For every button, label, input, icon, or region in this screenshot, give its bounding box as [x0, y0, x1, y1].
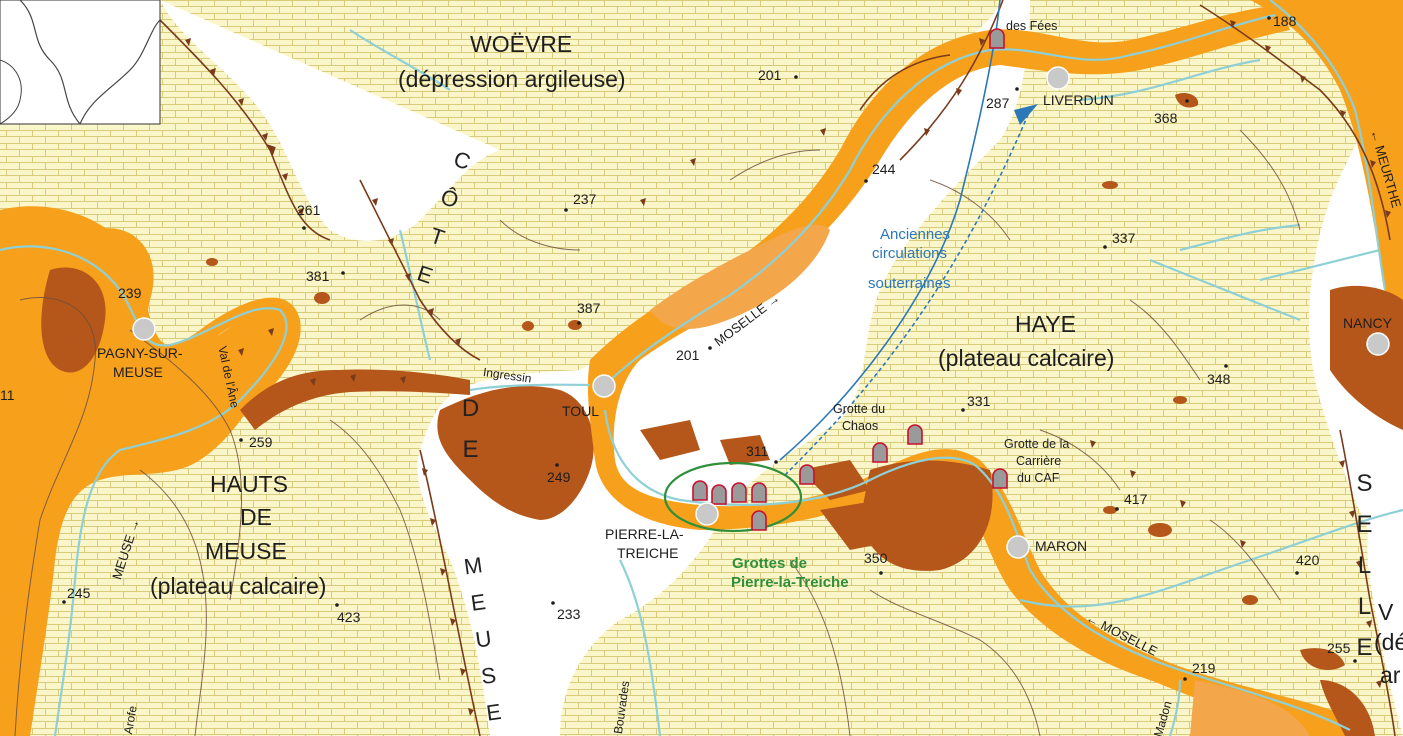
- altitude-label: 219: [1192, 660, 1216, 676]
- cave-label-caf-1: Grotte de la: [1004, 437, 1070, 451]
- cave-symbol: [872, 442, 888, 463]
- altitude-label: 244: [872, 161, 896, 177]
- town-label-toul: TOUL: [562, 403, 600, 419]
- altitude-label: 255: [1327, 640, 1351, 656]
- region-hauts-line1: HAUTS: [210, 471, 288, 497]
- underground-label-3: souterraines: [868, 275, 951, 292]
- region-haye-name: HAYE: [1015, 311, 1076, 337]
- pierre-terrace-blocks: [640, 420, 980, 550]
- altitude-label: 368: [1154, 110, 1178, 126]
- cave-symbol: [989, 28, 1005, 49]
- altitude-label: 239: [118, 285, 142, 301]
- altitude-label: 423: [337, 609, 361, 625]
- edge-letter-v: V: [1378, 599, 1394, 625]
- town-label-liverdun: LIVERDUN: [1043, 92, 1114, 108]
- altitude-label: 348: [1207, 371, 1231, 387]
- nancy-terrace: [1330, 285, 1403, 430]
- toul-terrace: [437, 386, 594, 520]
- southeast-clay: [1367, 420, 1403, 736]
- southeast-terrace: [1300, 648, 1375, 736]
- town-dot: [592, 374, 616, 398]
- region-haye-desc: (plateau calcaire): [938, 345, 1115, 371]
- cote-word2: DE: [457, 395, 484, 477]
- altitude-label: 245: [67, 585, 91, 601]
- meuse-meander: [95, 228, 301, 400]
- town-label-pierre: PIERRE-LA-: [605, 526, 684, 542]
- altitude-label: 249: [547, 469, 571, 485]
- town-label-maron: MARON: [1035, 538, 1088, 554]
- altitude-label: 233: [557, 606, 581, 622]
- altitude-label: 188: [1273, 13, 1297, 29]
- altitude-label: 259: [249, 434, 273, 450]
- region-woevre-name: WOËVRE: [470, 31, 573, 57]
- cave-symbol: [751, 510, 767, 531]
- cave-symbol: [731, 482, 747, 503]
- underground-label-2: circulations: [872, 245, 948, 262]
- altitude-label: 387: [577, 300, 601, 316]
- moselle-side-letters: SELLE: [1351, 470, 1378, 675]
- region-hauts-line3: MEUSE: [205, 538, 287, 564]
- altitude-label: 237: [573, 191, 597, 207]
- town-dot: [1006, 535, 1030, 559]
- town-label-nancy: NANCY: [1343, 316, 1393, 330]
- cave-label-fees: des Fées: [1006, 19, 1058, 33]
- altitude-label: 337: [1112, 230, 1136, 246]
- altitude-label: 311: [746, 443, 769, 459]
- town-dots: [132, 66, 1390, 559]
- contour-lines: [14, 129, 1301, 736]
- terrace-patches: [206, 181, 1258, 605]
- cave-symbol: [992, 468, 1008, 489]
- grottes-label-2: Pierre-la-Treiche: [731, 574, 849, 591]
- underground-flows: [779, 0, 1031, 476]
- meuse-terrace: [41, 267, 106, 373]
- cave-label-chaos-1: Grotte du: [833, 402, 886, 416]
- altitude-label: 350: [864, 550, 888, 566]
- cave-label-caf-3: du CAF: [1017, 471, 1060, 485]
- altitude-points: [62, 16, 1357, 681]
- town-dot: [695, 502, 719, 526]
- altitude-label: 201: [758, 67, 782, 83]
- cave-symbols: [692, 28, 1008, 531]
- caves-ring: [663, 461, 803, 533]
- region-woevre-desc: (dépression argileuse): [398, 66, 626, 92]
- region-hauts-line2: DE: [240, 504, 272, 530]
- escarpments: [159, 0, 1396, 736]
- altitude-label: 11: [0, 387, 15, 403]
- altitude-label: 261: [297, 202, 321, 218]
- edge-letters-de: (dé: [1374, 629, 1403, 655]
- grottes-label-1: Grottes de: [732, 555, 808, 572]
- region-hauts-desc: (plateau calcaire): [150, 573, 327, 599]
- cave-symbol: [751, 482, 767, 503]
- south-terrace-field: [860, 460, 993, 571]
- town-label-pierre-2: TREICHE: [617, 545, 679, 561]
- meuse-terrace-east: [240, 369, 470, 430]
- altitude-label: 201: [676, 347, 700, 363]
- south-alluvium-block: [1190, 680, 1310, 736]
- town-label-pagny-2: MEUSE: [113, 364, 163, 380]
- altitude-label: 417: [1124, 491, 1148, 507]
- town-dot: [132, 317, 156, 341]
- altitude-label: 287: [986, 95, 1010, 111]
- cave-label-caf-2: Carrière: [1016, 454, 1062, 468]
- town-label-pagny: PAGNY-SUR-: [97, 345, 183, 361]
- cave-symbol: [711, 484, 727, 505]
- cave-symbol: [692, 480, 708, 501]
- flow-arrow-icon: [1014, 104, 1038, 125]
- cave-label-chaos-2: Chaos: [842, 419, 879, 433]
- altitude-label: 420: [1296, 552, 1320, 568]
- cave-symbol: [799, 464, 815, 485]
- altitude-label: 381: [306, 268, 330, 284]
- meurthe-alluvium: [1250, 0, 1403, 420]
- edge-letters-ar: ar: [1380, 662, 1401, 688]
- town-dot: [1366, 332, 1390, 356]
- france-inset-map: [0, 0, 161, 125]
- cave-symbol: [907, 424, 923, 445]
- underground-label-1: Anciennes: [880, 226, 951, 243]
- town-dot: [1046, 66, 1070, 90]
- altitude-label: 331: [967, 393, 991, 409]
